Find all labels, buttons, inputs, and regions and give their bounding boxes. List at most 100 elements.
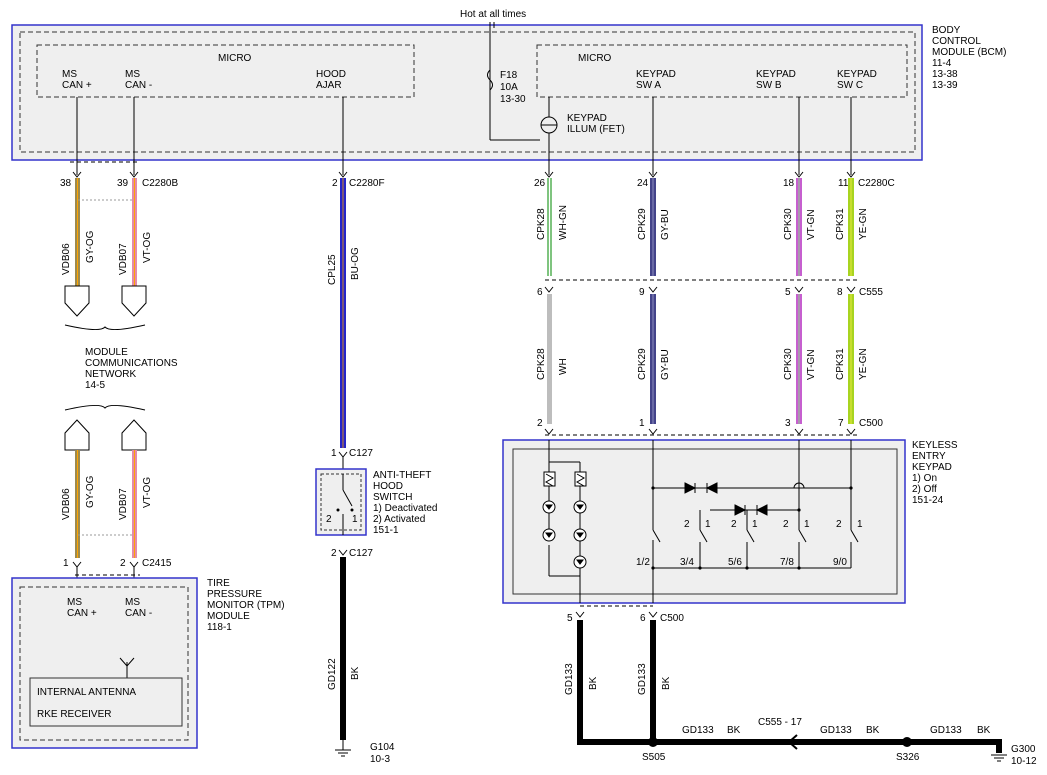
c2415-pin1: 1 xyxy=(63,558,69,569)
network-arrow-vdb06-bottom xyxy=(64,419,90,451)
c2415-pin2: 2 xyxy=(120,558,126,569)
gd133-h1-color: BK xyxy=(727,725,741,736)
svg-text:KEYLESS: KEYLESS xyxy=(912,440,958,451)
bcm-module-box xyxy=(11,24,923,161)
hood-switch-contact xyxy=(342,489,353,507)
svg-text:BODY: BODY xyxy=(932,25,961,36)
svg-text:10A: 10A xyxy=(500,82,518,93)
svg-text:CAN -: CAN - xyxy=(125,80,152,91)
c2280-chevrons xyxy=(72,171,856,178)
c500-bottom-pin5: 5 xyxy=(567,613,573,624)
svg-text:151-1: 151-1 xyxy=(373,525,399,536)
svg-text:KEYPAD: KEYPAD xyxy=(567,113,607,124)
s505-label: S505 xyxy=(642,752,666,763)
network-label: MODULE COMMUNICATIONS NETWORK 14-5 xyxy=(85,347,178,391)
svg-text:ANTI-THEFT: ANTI-THEFT xyxy=(373,470,431,481)
wire-gd133-b xyxy=(650,620,656,742)
network-brace-top xyxy=(64,324,146,331)
cpk30-lower-name: CPK30 xyxy=(783,348,794,380)
c2280b-pin39: 39 xyxy=(117,178,129,189)
bcm-micro-right xyxy=(536,44,908,98)
c500-top-chevrons xyxy=(544,428,856,435)
power-label: Hot at all times xyxy=(460,9,526,20)
cpk31-lower-color: YE-GN xyxy=(858,348,869,380)
c127-top-pin1: 1 xyxy=(331,448,337,459)
svg-text:MODULE: MODULE xyxy=(207,611,250,622)
svg-text:SW B: SW B xyxy=(756,80,782,91)
switch-5-6-pin1: 1 xyxy=(752,519,758,530)
bcm-pin-hood-ajar-label: HOOD AJAR xyxy=(316,69,346,91)
switch-7-8-pin1: 1 xyxy=(804,519,810,530)
tpm-ms-can-minus-label: MS CAN - xyxy=(125,597,152,619)
wire-gd122 xyxy=(340,557,346,740)
svg-text:13-30: 13-30 xyxy=(500,94,526,105)
g300-label: G300 xyxy=(1011,744,1036,755)
bcm-pin-ms-can-minus-label: MS CAN - xyxy=(125,69,152,91)
cpk28-lower-name: CPK28 xyxy=(536,348,547,380)
c127-bottom-pin2: 2 xyxy=(331,548,337,559)
cpk29-upper-color: GY-BU xyxy=(660,209,671,240)
vdb07-top-color: VT-OG xyxy=(142,232,153,263)
svg-text:1) On: 1) On xyxy=(912,473,937,484)
svg-text:AJAR: AJAR xyxy=(316,80,342,91)
svg-text:HOOD: HOOD xyxy=(373,481,403,492)
c500-top-pin7: 7 xyxy=(838,418,844,429)
cpk29-lower-color: GY-BU xyxy=(660,349,671,380)
c500-top-pin3: 3 xyxy=(785,418,791,429)
network-brace-bottom xyxy=(64,404,146,411)
svg-text:CONTROL: CONTROL xyxy=(932,36,981,47)
vdb06-bottom-name: VDB06 xyxy=(61,488,72,520)
switch-9-0-pin2: 2 xyxy=(836,519,842,530)
svg-text:KEYPAD: KEYPAD xyxy=(912,462,952,473)
fuse-f18-label: F18 10A 13-30 xyxy=(500,70,526,105)
cpk28-upper-name: CPK28 xyxy=(536,208,547,240)
svg-text:SW C: SW C xyxy=(837,80,863,91)
gd133-a-color: BK xyxy=(588,676,599,690)
gd133-h2-name: GD133 xyxy=(820,725,852,736)
svg-text:11-4: 11-4 xyxy=(932,58,952,69)
keypad-switch-dots xyxy=(651,486,853,570)
vdb06-top-color: GY-OG xyxy=(85,230,96,263)
keypad-sw-c-label: KEYPAD SW C xyxy=(837,69,877,91)
svg-text:2) Activated: 2) Activated xyxy=(373,514,425,525)
gd122-color: BK xyxy=(350,666,361,680)
cpk31-upper-name: CPK31 xyxy=(835,208,846,240)
cpk31-upper-color: YE-GN xyxy=(858,208,869,240)
cpk30-lower-color: VT-GN xyxy=(806,349,817,380)
vdb07-bottom-color: VT-OG xyxy=(142,477,153,508)
svg-text:MONITOR (TPM): MONITOR (TPM) xyxy=(207,600,285,611)
keypad-illum-label: KEYPAD ILLUM (FET) xyxy=(567,113,625,135)
bcm-micro-left xyxy=(36,44,415,98)
c127-top-chevron xyxy=(338,451,348,458)
gd133-h1-name: GD133 xyxy=(682,725,714,736)
c2280b-label: C2280B xyxy=(142,178,178,189)
c555-pin6: 6 xyxy=(537,287,543,298)
vdb07-top-name: VDB07 xyxy=(118,243,129,275)
gd133-h2-color: BK xyxy=(866,725,880,736)
g300-ref: 10-12 xyxy=(1011,756,1037,767)
switch-3-4-pin1: 1 xyxy=(705,519,711,530)
c127-bottom-label: C127 xyxy=(349,548,373,559)
switch-1-2-label: 1/2 xyxy=(636,557,650,568)
svg-text:ILLUM (FET): ILLUM (FET) xyxy=(567,124,625,135)
ground-g104-icon xyxy=(335,740,351,757)
c2280c-pin11: 11 xyxy=(838,178,849,189)
gd133-h3-name: GD133 xyxy=(930,725,962,736)
svg-text:CAN +: CAN + xyxy=(67,608,97,619)
tpm-ms-can-plus-label: MS CAN + xyxy=(67,597,97,619)
c500-top-pin1: 1 xyxy=(639,418,645,429)
g104-ref: 10-3 xyxy=(370,754,390,765)
keypad-sw-b-label: KEYPAD SW B xyxy=(756,69,796,91)
c500-bottom-chevrons xyxy=(575,611,658,618)
g104-label: G104 xyxy=(370,742,395,753)
c500-bottom-pin6: 6 xyxy=(640,613,646,624)
bcm-title: BODY CONTROL MODULE (BCM) 11-4 13-38 13-… xyxy=(932,25,1006,91)
c2280c-pin18: 18 xyxy=(783,178,795,189)
tpm-receiver-label: RKE RECEIVER xyxy=(37,709,111,720)
micro-right-label: MICRO xyxy=(578,53,612,64)
svg-text:F18: F18 xyxy=(500,70,518,81)
svg-text:KEYPAD: KEYPAD xyxy=(756,69,796,80)
c2280c-label: C2280C xyxy=(858,178,895,189)
switch-9-0-label: 9/0 xyxy=(833,557,847,568)
hood-switch-title: ANTI-THEFT HOOD SWITCH 1) Deactivated 2)… xyxy=(373,470,437,536)
